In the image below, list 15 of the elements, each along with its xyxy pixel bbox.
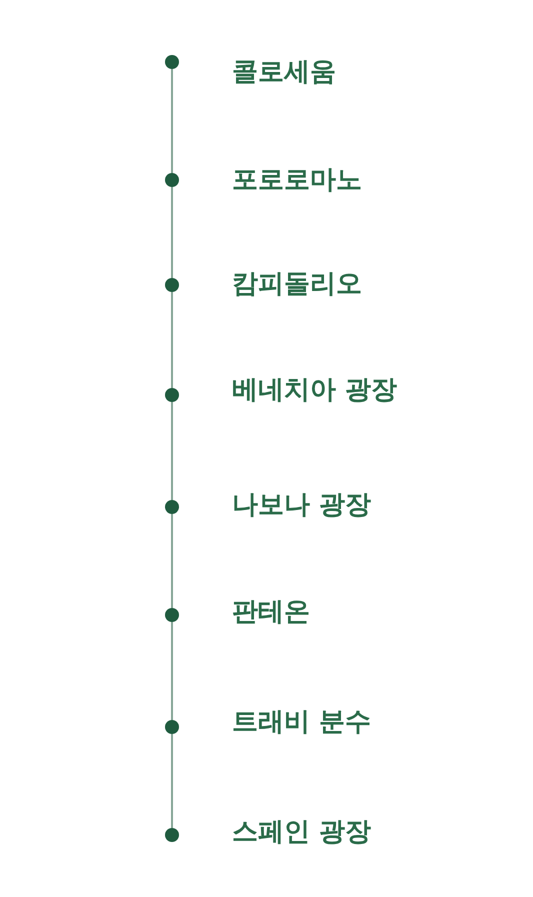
connector-line: [171, 514, 173, 608]
connector-line: [171, 734, 173, 828]
stop-name: 콜로세움: [232, 56, 336, 88]
stop-name: 포로로마노: [232, 164, 362, 196]
stop-name: 나보나 광장: [232, 489, 372, 521]
connector-line: [171, 292, 173, 388]
connector-line: [171, 402, 173, 500]
connector-line: [171, 622, 173, 720]
stop-name: 캄피돌리오: [232, 268, 362, 300]
stop-name: 스페인 광장: [232, 816, 372, 848]
stop-name: 판테온: [232, 596, 310, 628]
stop-name: 베네치아 광장: [232, 374, 398, 406]
connector-line: [171, 69, 173, 173]
connector-line: [171, 187, 173, 278]
stop-name: 트래비 분수: [232, 706, 372, 738]
